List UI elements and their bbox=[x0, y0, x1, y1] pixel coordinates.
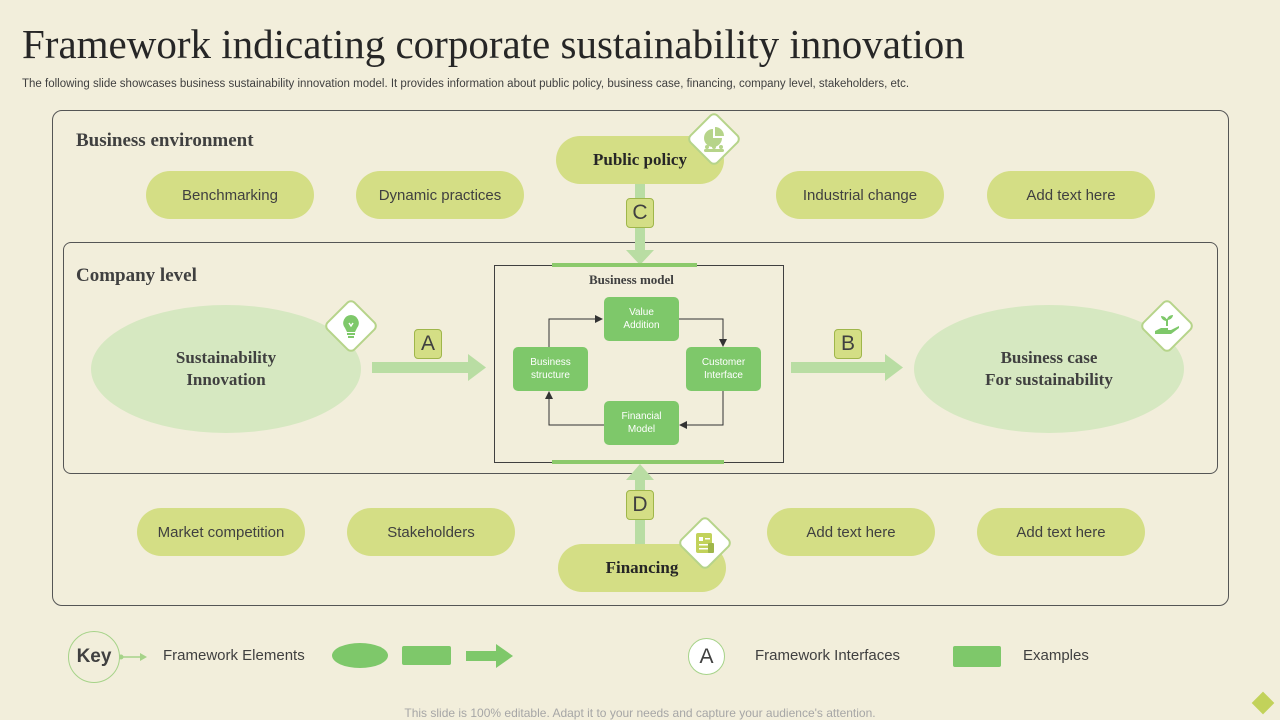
market-competition-pill: Market competition bbox=[137, 508, 305, 556]
cycle-arrow-to-financial-model bbox=[679, 391, 724, 429]
customer-interface-node: Customer Interface bbox=[686, 347, 761, 391]
industrial-change-pill: Industrial change bbox=[776, 171, 944, 219]
business-case-connector bbox=[791, 362, 887, 373]
document-chart-icon bbox=[679, 517, 731, 569]
key-connector bbox=[118, 653, 147, 661]
framework-elements-label: Framework Elements bbox=[163, 647, 305, 664]
legend-rect-shape bbox=[402, 646, 451, 665]
cycle-arrow-to-business-structure bbox=[545, 391, 604, 426]
slide-title: Framework indicating corporate sustainab… bbox=[22, 21, 965, 67]
business-model-top-bar bbox=[552, 263, 697, 267]
business-environment-label: Business environment bbox=[76, 130, 254, 151]
business-case-ellipse: Business case For sustainability bbox=[914, 305, 1184, 433]
public-policy-icon-badge bbox=[685, 110, 743, 168]
legend-ellipse-shape bbox=[332, 643, 388, 668]
key-circle: Key bbox=[68, 631, 120, 683]
add-text-pill-bottom-2: Add text here bbox=[977, 508, 1145, 556]
legend-interface-circle: A bbox=[688, 638, 725, 675]
business-model-bottom-bar bbox=[552, 460, 724, 464]
right-arrow-head-a bbox=[468, 354, 486, 381]
financing-icon-badge bbox=[676, 514, 734, 572]
interface-b-label: B bbox=[834, 329, 862, 359]
down-arrow-head bbox=[626, 250, 654, 265]
interface-c-label: C bbox=[626, 198, 654, 228]
dynamic-practices-pill: Dynamic practices bbox=[356, 171, 524, 219]
framework-interfaces-label: Framework Interfaces bbox=[755, 647, 901, 664]
add-text-pill-bottom-1: Add text here bbox=[767, 508, 935, 556]
business-model-title: Business model bbox=[589, 272, 674, 287]
company-level-label: Company level bbox=[76, 265, 197, 286]
stakeholders-pill: Stakeholders bbox=[347, 508, 515, 556]
business-model-cycle bbox=[545, 315, 727, 429]
interface-d-label: D bbox=[626, 490, 654, 520]
value-addition-node: Value Addition bbox=[604, 297, 679, 341]
legend-arrow-shape bbox=[466, 644, 513, 668]
business-environment-box bbox=[52, 110, 1229, 606]
interface-a-label: A bbox=[414, 329, 442, 359]
right-arrow-head-b bbox=[885, 354, 903, 381]
examples-label: Examples bbox=[1023, 647, 1089, 664]
slide-subtitle: The following slide showcases business s… bbox=[22, 78, 910, 90]
up-arrow-head bbox=[626, 464, 654, 480]
legend-examples-shape bbox=[953, 646, 1001, 667]
hand-plant-icon bbox=[1141, 300, 1193, 352]
business-structure-node: Business structure bbox=[513, 347, 588, 391]
benchmarking-pill: Benchmarking bbox=[146, 171, 314, 219]
pie-chart-people-icon bbox=[688, 113, 740, 165]
innovation-connector bbox=[372, 362, 470, 373]
financial-model-node: Financial Model bbox=[604, 401, 679, 445]
add-text-pill-top: Add text here bbox=[987, 171, 1155, 219]
business-case-icon-badge bbox=[1138, 297, 1196, 355]
cycle-arrow-to-customer-interface bbox=[679, 318, 727, 347]
cycle-arrow-to-value-addition bbox=[548, 315, 603, 347]
sustainability-innovation-ellipse: Sustainability Innovation bbox=[91, 305, 361, 433]
innovation-icon-badge bbox=[322, 297, 380, 355]
lightbulb-icon bbox=[325, 300, 377, 352]
footer-note: This slide is 100% editable. Adapt it to… bbox=[404, 706, 876, 720]
